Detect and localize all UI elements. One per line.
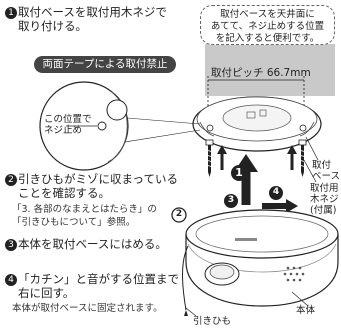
screw-label-line2: 木ネジ (310, 194, 339, 205)
step-2-note-line2: 「引きひもについて」参照。 (12, 216, 136, 228)
detector-body (185, 209, 339, 307)
leader-lines (185, 136, 319, 317)
base-label-line1: 取付 (312, 160, 332, 171)
body-label: 本体 (296, 305, 316, 316)
ceiling-area (205, 44, 335, 96)
screw-label-line3: (付属) (310, 205, 337, 216)
diagram-number-3: 3 (227, 195, 235, 205)
prohibition-banner: 両面テープによる取付禁止 (34, 56, 176, 73)
inset-label: この位置で ネジ止め (44, 114, 92, 136)
step-4: 4「カチン」と音がする位置まで 右に回す。 (5, 272, 180, 300)
pitch-dimension (207, 76, 305, 110)
callout-bubble: 取付ベースを天井面に あてて、ネジ止めする位置 を記入すると便利です。 (200, 5, 335, 45)
diagram-number-2: 2 (175, 209, 183, 219)
step-3-number: 3 (5, 239, 17, 251)
step-4-text-line1: 「カチン」と音がする位置まで (18, 272, 179, 286)
inset-magnifier (39, 81, 201, 171)
inset-label-line2: ネジ止め (44, 125, 83, 136)
screw-label: 取付用 木ネジ (付属) (310, 183, 339, 216)
pitch-label: 取付ピッチ 66.7mm (211, 67, 311, 79)
step-1-text-line1: 取付ベースを取付用木ネジで (18, 5, 167, 19)
callout-line1: 取付ベースを天井面に (220, 9, 315, 20)
wood-screw-left (205, 139, 214, 177)
rotate-arrow (262, 199, 298, 213)
cord-label: 引きひも (193, 316, 232, 327)
callout-line3: を記入すると便利です。 (215, 33, 320, 44)
base-label-line2: ベース (312, 171, 341, 182)
screw-label-line1: 取付用 (310, 183, 339, 194)
callout-line2: あてて、ネジ止めする位置 (210, 21, 325, 32)
screw-arrows (217, 145, 297, 170)
base-label: 取付 ベース (312, 160, 340, 182)
step-4-text-line2: 右に回す。 (18, 286, 75, 300)
diagram-number-4: 4 (272, 187, 280, 197)
step-1-text-line2: 取り付ける。 (18, 19, 87, 33)
mounting-base (192, 96, 322, 152)
diagram-number-circles (171, 165, 283, 223)
diagram-number-1: 1 (235, 166, 243, 179)
step-2-note: 「3. 各部のなまえとはたらき」の 「引きひもについて」参照。 (12, 204, 182, 229)
step-2-text-line1: 引きひもがミゾに収まっている (18, 172, 178, 186)
step-4-note: 本体が取付ベースに固定されます。 (12, 303, 163, 314)
step-2-text-line2: ことを確認する。 (18, 186, 110, 200)
step-4-number: 4 (5, 274, 17, 286)
step-2-note-line1: 「3. 各部のなまえとはたらき」の (12, 204, 157, 215)
wood-screw-right (298, 139, 307, 177)
inset-label-line1: この位置で (44, 114, 92, 125)
step-3-text-line1: 本体を取付ベースにはめる。 (18, 237, 167, 251)
step-1-number: 1 (5, 7, 17, 19)
step-2-number: 2 (5, 174, 17, 186)
pull-cord (182, 245, 189, 316)
